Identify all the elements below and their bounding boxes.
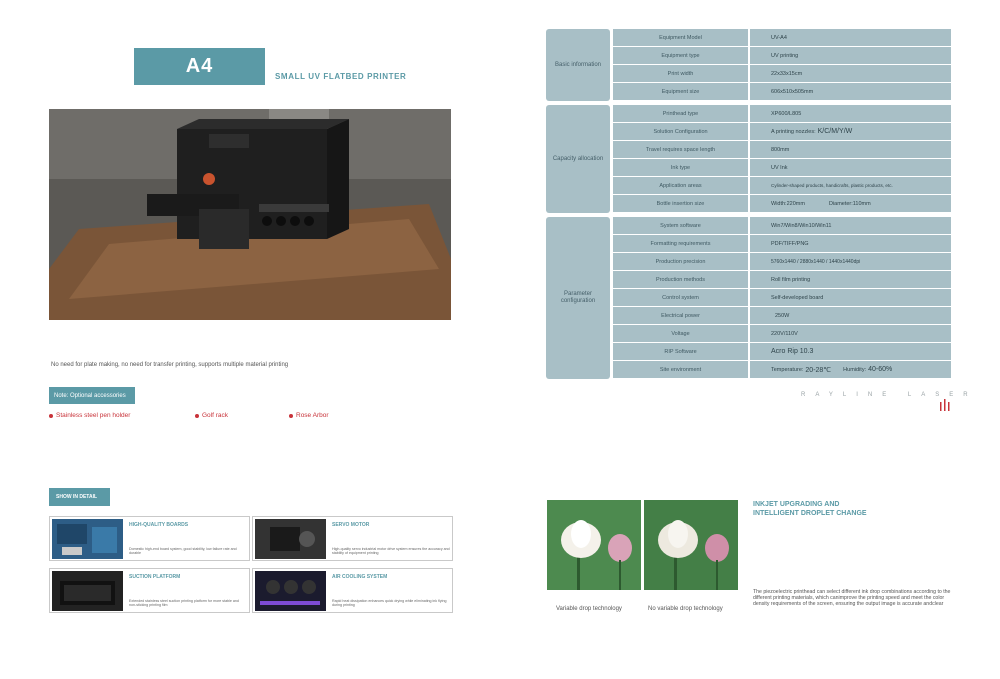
card-title: SERVO MOTOR [332,522,370,528]
brand-wordmark: RAYLINE LASER [801,392,978,398]
cooling-photo [255,571,326,611]
show-in-detail-label: SHOW IN DETAIL [49,488,110,506]
no-variable-drop-photo [644,500,738,590]
detail-card-cooling: AIR COOLING SYSTEM Rapid heat dissipatio… [252,568,453,613]
product-subtitle: SMALL UV FLATBED PRINTER [275,72,407,81]
card-text: Domestic high-end board system, good sta… [129,547,237,556]
spec-category: Capacity allocation [546,105,610,213]
product-tagline: No need for plate making, no need for tr… [51,362,289,368]
suction-photo [52,571,123,611]
detail-card-suction: SUCTION PLATFORM Extended stainless stee… [49,568,250,613]
bullet-icon [289,413,293,418]
circuit-board-illustration [57,524,117,555]
printer-photo [49,109,451,320]
no-variable-drop-caption: No variable drop technology [648,606,723,612]
accessory-item: Golf rack [195,412,228,419]
accessory-item: Rose Arbor [289,412,329,419]
spec-category: Basic information [546,29,610,101]
card-text: High-quality servo industrial motor driv… [332,547,450,556]
detail-card-boards: HIGH-QUALITY BOARDS Domestic high-end bo… [49,516,250,561]
model-badge: A4 [134,48,265,85]
card-text: Extended stainless steel suction printin… [129,599,239,608]
variable-drop-photo [547,500,641,590]
bullet-icon [49,413,53,418]
brand-logo-icon [940,399,950,411]
cooling-fans-illustration [260,580,320,605]
lotus-illustration [547,500,641,590]
inkjet-description: The piezoelectric printhead can select d… [753,589,951,607]
printer-illustration [49,109,451,320]
variable-drop-caption: Variable drop technology [556,606,622,612]
lotus-illustration [644,500,738,590]
bullet-icon [195,413,199,418]
detail-card-servo: SERVO MOTOR High-quality servo industria… [252,516,453,561]
inkjet-section-title: INKJET UPGRADING AND INTELLIGENT DROPLET… [753,501,867,517]
card-title: AIR COOLING SYSTEM [332,574,388,580]
card-title: SUCTION PLATFORM [129,574,181,580]
accessory-item: Stainless steel pen holder [49,412,130,419]
servo-motor-illustration [270,527,315,551]
card-text: Rapid heat dissipation enhances quick dr… [332,599,447,608]
optional-accessories-note: Note: Optional accessories [49,387,135,404]
suction-platform-illustration [60,581,115,605]
servo-photo [255,519,326,559]
spec-category: Parameter configuration [546,217,610,379]
card-title: HIGH-QUALITY BOARDS [129,522,189,528]
boards-photo [52,519,123,559]
